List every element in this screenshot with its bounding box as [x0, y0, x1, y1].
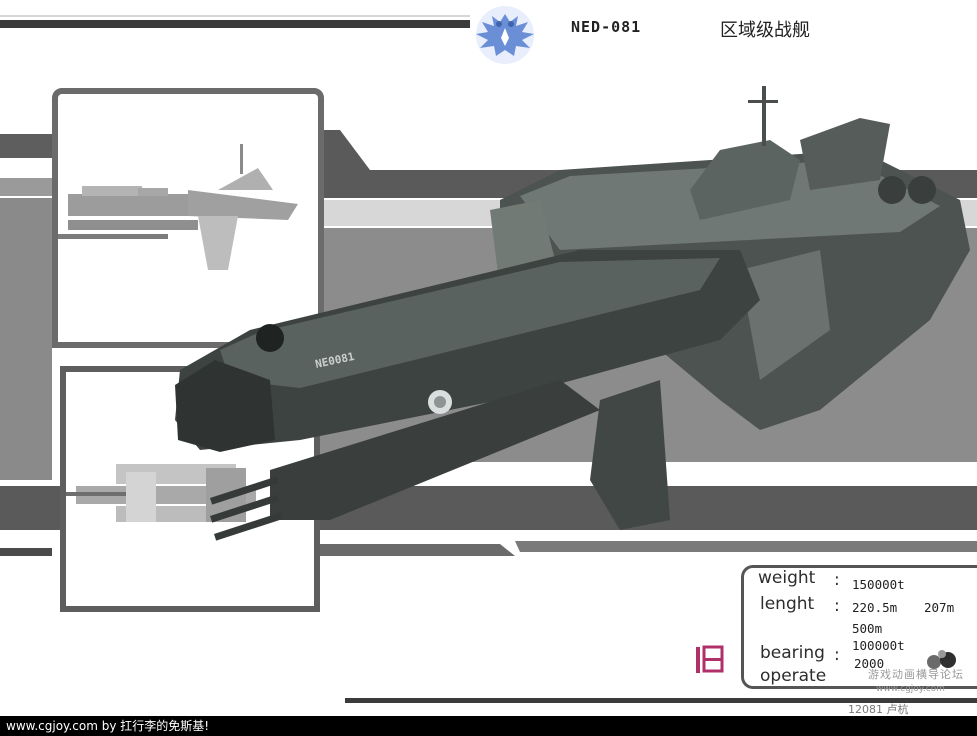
- spec-length-value-3: 500m: [852, 621, 883, 636]
- spec-length-value-1: 220.5m: [852, 600, 898, 615]
- spec-length-label: lenght: [760, 594, 815, 614]
- band-right-top: [320, 130, 977, 198]
- spec-bearing-label: bearing: [760, 643, 825, 663]
- footer-rule: [345, 698, 977, 703]
- spec-panel: [741, 565, 977, 689]
- band-lower-right-strip: [320, 544, 515, 556]
- spheres-icon: [927, 650, 956, 669]
- ship-aft-deck-top: [520, 160, 940, 250]
- spec-weight-value: 150000t: [852, 577, 905, 592]
- ship-fin-left: [490, 200, 560, 290]
- ship-aft-deck: [500, 150, 970, 430]
- footnote: 12081 卢杭: [848, 703, 909, 716]
- watermark-text: 游戏动画横导论坛: [868, 668, 964, 681]
- top-view-silhouette: [66, 464, 256, 522]
- top-view-panel: [60, 366, 320, 612]
- band-main-grey: [0, 198, 52, 480]
- spec-operate-label: operate: [760, 666, 827, 686]
- spec-length-value-2: 207m: [924, 600, 955, 615]
- spec-weight-label: weight: [758, 568, 816, 588]
- ship-ventral-keel: [590, 380, 670, 530]
- ship-bridge: [690, 140, 800, 220]
- band-lower-long: [515, 541, 977, 552]
- header-rule: [0, 15, 470, 28]
- side-view-silhouette: [58, 144, 298, 270]
- band-right-light: [320, 200, 977, 226]
- spec-operate-value: 2000: [854, 656, 885, 671]
- spec-bearing-value: 100000t: [852, 638, 905, 653]
- spec-bearing-colon: :: [834, 645, 840, 665]
- double-headed-eagle-icon: [476, 6, 534, 64]
- band-upper-dark: [0, 134, 52, 158]
- ship-class-title: 区域级战舰: [720, 20, 810, 41]
- ship-engine-pod: [800, 118, 890, 190]
- spec-length-colon: :: [834, 596, 840, 616]
- pink-glyph-icon: [696, 645, 724, 673]
- ship-code: NED-081: [571, 18, 642, 36]
- hull-marking: NE0081: [314, 350, 356, 371]
- ship-fin-right: [740, 250, 830, 380]
- band-right-mid: [320, 228, 977, 462]
- spec-weight-colon: :: [834, 570, 840, 590]
- side-view-panel: [52, 88, 324, 348]
- credit-bar: www.cgjoy.com by 扛行李的免斯基!: [0, 716, 977, 736]
- watermark-url: www.cgjoy.com: [876, 684, 945, 694]
- band-lower-strip: [0, 548, 52, 556]
- band-upper-left-strip: [0, 178, 52, 196]
